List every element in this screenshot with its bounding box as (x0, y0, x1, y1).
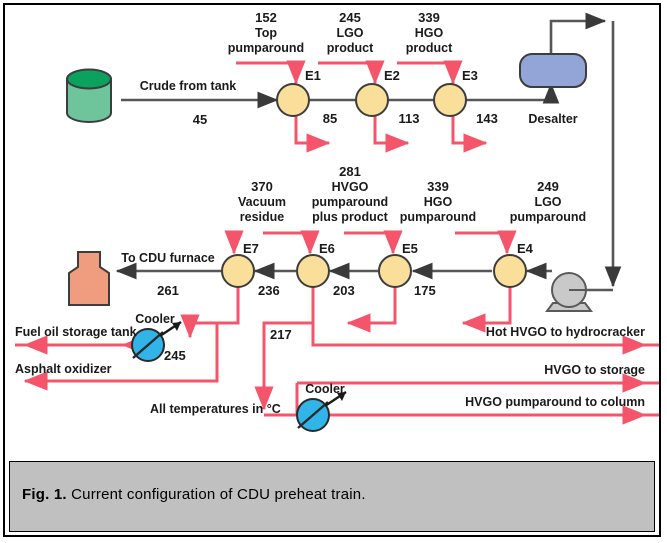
exchanger-e3[interactable] (433, 83, 467, 117)
hot-stream-e1 (236, 60, 331, 153)
figure-border (3, 3, 661, 537)
process-flow-diagram: 152 Top pumparound 245 LGO product 339 H… (5, 5, 659, 450)
label-vacuum-residue-1: Vacuum (238, 195, 286, 209)
temp-245-cooler: 245 (164, 348, 186, 363)
temp-85: 85 (323, 111, 337, 126)
hot-stream-e6 (263, 230, 320, 255)
figure-caption: Fig. 1. Current configuration of CDU pre… (22, 486, 366, 503)
caption-text: Current configuration of CDU preheat tra… (71, 486, 366, 503)
hot-stream-e7 (224, 230, 244, 255)
temp-236: 236 (258, 283, 280, 298)
caption-prefix: Fig. 1. (22, 486, 67, 503)
temp-245-lgo: 245 (339, 10, 361, 25)
temp-339-pa: 339 (427, 179, 449, 194)
exchanger-label-e1: E1 (305, 68, 321, 83)
hot-stream-e4 (455, 230, 517, 255)
label-hgo-pa-1: HGO (424, 195, 453, 209)
label-hgo-product-1: HGO (415, 26, 444, 40)
e4-outlet-piping (461, 287, 512, 333)
label-lgo-product-2: product (327, 41, 374, 55)
exchanger-e2[interactable] (355, 83, 389, 117)
label-lgo-product-1: LGO (336, 26, 363, 40)
temp-45: 45 (193, 112, 207, 127)
label-hvgo-pa-2: pumparound (312, 195, 388, 209)
temp-249: 249 (537, 179, 559, 194)
cooler-fuel-oil (131, 321, 182, 362)
label-asphalt-oxidizer: Asphalt oxidizer (15, 362, 112, 376)
temp-175: 175 (414, 283, 436, 298)
label-hvgo-pa-1: HVGO (332, 180, 369, 194)
exchanger-label-e4: E4 (517, 241, 534, 256)
label-cooler-2: Cooler (305, 382, 345, 396)
pfd-canvas: 152 Top pumparound 245 LGO product 339 H… (15, 10, 659, 432)
caption-box (9, 461, 655, 532)
exchanger-label-e2: E2 (384, 68, 400, 83)
temp-217: 217 (270, 327, 292, 342)
hot-stream-e5 (344, 230, 403, 255)
temp-203: 203 (333, 283, 355, 298)
e5-outlet-piping (346, 287, 397, 333)
hot-stream-e3 (397, 60, 488, 153)
exchanger-e6[interactable] (296, 254, 330, 288)
label-fuel-oil-storage: Fuel oil storage tank (15, 325, 137, 339)
label-crude-from-tank: Crude from tank (140, 79, 237, 93)
crude-pump (545, 272, 605, 312)
label-to-cdu-furnace: To CDU furnace (121, 251, 215, 265)
label-hgo-pa-2: pumparound (400, 210, 476, 224)
label-top-pumparound-2: pumparound (228, 41, 304, 55)
temp-261: 261 (157, 283, 179, 298)
label-lgo-pa-2: pumparound (510, 210, 586, 224)
desalter-vessel (519, 53, 587, 88)
cdu-furnace (68, 251, 110, 306)
exchanger-e5[interactable] (378, 254, 412, 288)
hot-stream-e2 (318, 60, 410, 153)
temp-152: 152 (255, 10, 277, 25)
hvgo-cooler-piping (264, 381, 659, 417)
label-hvgo-storage: HVGO to storage (544, 363, 645, 377)
exchanger-e1[interactable] (276, 83, 310, 117)
exchanger-label-e7: E7 (243, 241, 259, 256)
temp-281: 281 (339, 164, 361, 179)
temp-339-hgo: 339 (418, 10, 440, 25)
cooler-hvgo (296, 391, 347, 432)
temp-370: 370 (251, 179, 273, 194)
temp-143: 143 (476, 111, 498, 126)
label-lgo-pa-1: LGO (534, 195, 561, 209)
exchanger-label-e5: E5 (402, 241, 418, 256)
label-hvgo-pa-3: plus product (312, 210, 389, 224)
exchanger-label-e6: E6 (319, 241, 335, 256)
label-cooler-1: Cooler (135, 312, 175, 326)
exchanger-label-e3: E3 (462, 68, 478, 83)
label-hvgo-pa-column: HVGO pumparound to column (465, 395, 645, 409)
export-arrows (605, 335, 647, 425)
exchanger-e7[interactable] (221, 254, 255, 288)
label-hot-hvgo-hydrocracker: Hot HVGO to hydrocracker (486, 325, 645, 339)
exchanger-e4[interactable] (493, 254, 527, 288)
label-hgo-product-2: product (406, 41, 453, 55)
crude-tank (66, 68, 112, 123)
label-desalter: Desalter (528, 112, 577, 126)
label-vacuum-residue-2: residue (240, 210, 285, 224)
label-top-pumparound-1: Top (255, 26, 277, 40)
label-units-note: All temperatures in °C (150, 402, 281, 416)
temp-113: 113 (399, 111, 420, 126)
